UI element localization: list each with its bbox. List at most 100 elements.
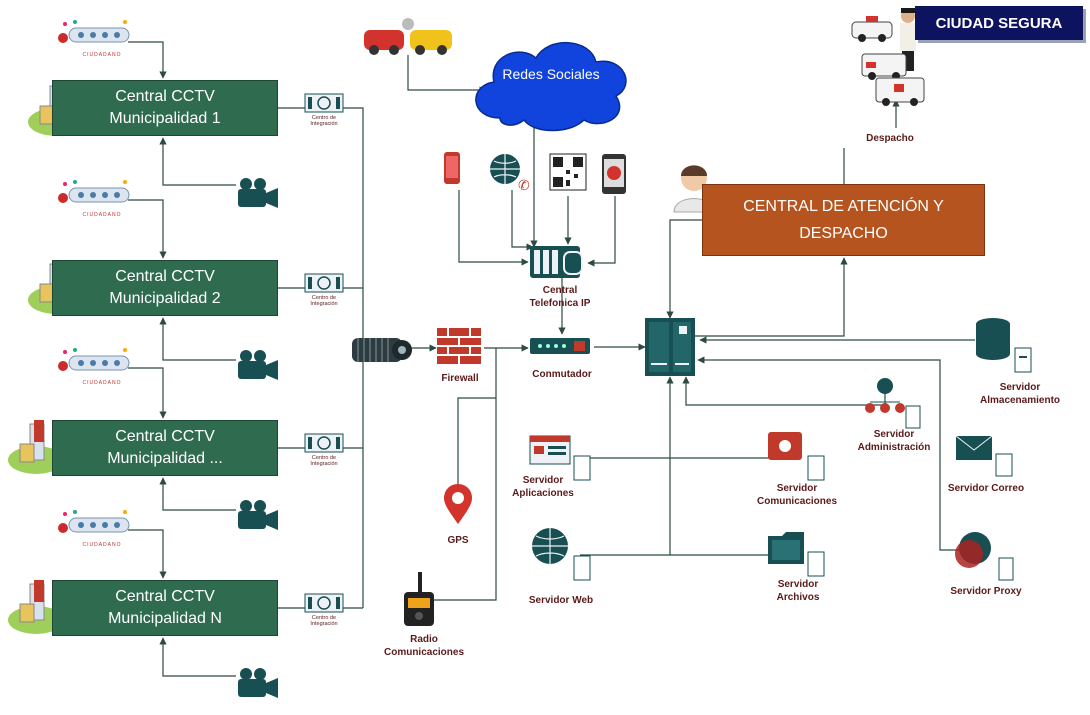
servidor-proxy-label: Servidor Proxy [950,586,1022,597]
servidor-comunicaciones-line1: Servidor [776,483,818,494]
cctv-box-2-line1: Central CCTV [115,268,215,285]
concentrador-label-3-line1: Centro de [311,455,337,461]
app-server-icon [529,435,591,481]
ciudadano-group-1 [58,20,130,43]
police-car-icon [851,16,893,42]
concentrador-label-2-line1: Centro de [311,295,337,301]
central-atencion-box: CENTRAL DE ATENCIÓN Y DESPACHO [702,184,985,256]
mail-server-icon [955,435,1013,477]
file-server-icon [768,532,825,577]
proxy-server-icon [955,532,1014,581]
concentrador-label-1-line1: Centro de [311,115,337,121]
cctv-box-3-line1: Central CCTV [115,428,215,445]
camera-icon-1 [238,178,278,208]
conmutador-label: Conmutador [532,369,592,380]
ciudadano-label-3: CIUDADANO [82,380,122,386]
servidor-almacenamiento-line1: Servidor [999,382,1041,393]
svg-text:✆: ✆ [518,177,530,193]
conmutador-icon [530,338,590,354]
servidor-web-label: Servidor Web [528,595,594,606]
ciudadano-icons [58,20,130,533]
web-server-icon [532,528,591,581]
concentrador-label-4-line1: Centro de [311,615,337,621]
redes-sociales-cloud [475,42,627,132]
camera-icon-4 [238,668,278,698]
fiber-cable-icon [352,338,412,362]
cctv-box-1-line1: Central CCTV [115,88,215,105]
cars-icon [364,18,452,55]
servidor-archivos-line1: Servidor [777,579,819,590]
cctv-box-2-line2: Municipalidad 2 [109,290,221,307]
camera-icons [238,178,278,698]
cctv-box-4-line1: Central CCTV [115,588,215,605]
concentrador-icon-1 [304,93,344,113]
servidor-administracion-line2: Administración [857,442,931,453]
ciudadano-group-4 [58,510,130,533]
firewall-label: Firewall [441,373,479,384]
servidor-administracion-line1: Servidor [873,429,915,440]
cctv-box-3: Central CCTV Municipalidad ... [52,420,278,476]
concentrador-icons [304,93,344,613]
ciudadano-group-2 [58,180,130,203]
panic-button-app-icon [602,154,626,194]
ciudadano-label-2: CIUDADANO [82,212,122,218]
cctv-box-2: Central CCTV Municipalidad 2 [52,260,278,316]
qr-code-icon [549,153,587,191]
concentrador-label-1-line2: Integración [310,121,338,127]
servidor-archivos-line2: Archivos [776,592,820,603]
cctv-box-4-line2: Municipalidad N [108,610,222,627]
ciudadano-label-1: CIUDADANO [82,52,122,58]
cctv-box-1-line2: Municipalidad 1 [109,110,221,127]
web-globe-icon: ✆ [490,154,530,193]
servidor-aplicaciones-line2: Aplicaciones [512,488,574,499]
concentrador-label-4-line2: Integración [310,621,338,627]
database-server-icon [976,318,1032,373]
central-telefonica-line1: Central [542,285,578,296]
servidor-almacenamiento-line2: Almacenamiento [979,395,1061,406]
building-icon-3 [8,420,64,474]
central-telefonica-line2: Telefonica IP [529,298,591,309]
redes-sociales-label: Redes Sociales [502,66,600,82]
concentrador-icon-2 [304,273,344,293]
cctv-box-1: Central CCTV Municipalidad 1 [52,80,278,136]
gps-label: GPS [447,535,469,546]
ciudadano-group-3 [58,348,130,371]
admin-server-icon [865,378,921,429]
concentrador-label-2-line2: Integración [310,301,338,307]
camera-icon-2 [238,350,278,380]
firewall-icon [437,328,481,364]
servidor-comunicaciones-line2: Comunicaciones [756,496,838,507]
cctv-box-3-line2: Municipalidad ... [107,450,223,467]
concentrador-label-3-line2: Integración [310,461,338,467]
servidor-aplicaciones-line1: Servidor [522,475,564,486]
cctv-box-4: Central CCTV Municipalidad N [52,580,278,636]
building-icon-4 [8,580,64,634]
ciudad-segura-badge: CIUDAD SEGURA [915,6,1083,40]
core-switch-icon [645,318,695,376]
camera-icon-3 [238,500,278,530]
central-atencion-line1: CENTRAL DE ATENCIÓN Y [743,198,944,215]
ambulance-icon-2 [875,77,925,106]
central-telefonica-icon [530,246,583,278]
radio-line1: Radio [410,634,438,645]
radio-icon [404,572,434,626]
gps-pin-icon [444,484,472,524]
mobile-phone-icon [444,152,460,184]
connection-lines [128,41,975,677]
central-atencion-line2: DESPACHO [799,225,888,242]
despacho-label: Despacho [866,133,914,144]
concentrador-icon-4 [304,593,344,613]
servidor-correo-label: Servidor Correo [947,483,1025,494]
